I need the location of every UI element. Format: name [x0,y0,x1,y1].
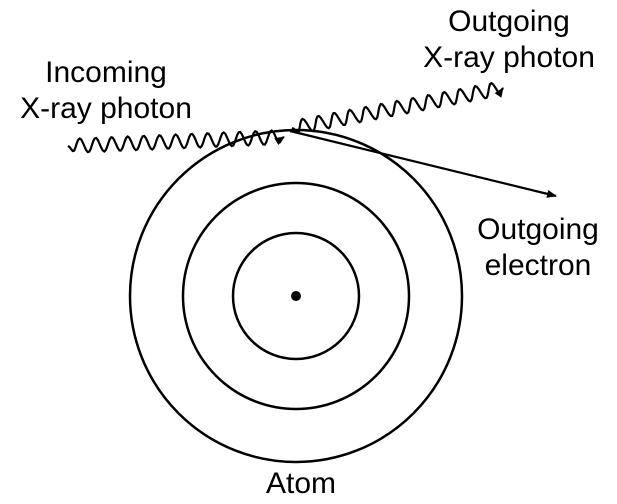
incoming-photon-wave [67,129,285,154]
incoming-photon-label-line1: Incoming [45,56,167,89]
nucleus [291,291,301,301]
outgoing-electron-arrow [289,129,557,198]
outgoing-electron-label-line1: Outgoing [477,213,599,246]
inner-shell [231,231,361,361]
outgoing-electron-label-line2: electron [484,249,592,282]
outgoing-photon-wave [291,81,504,134]
atom-label-text: Atom [265,467,337,500]
outgoing-electron-label: Outgoing electron [460,212,616,284]
outgoing-photon-label-line1: Outgoing [448,5,570,38]
outgoing-photon-label: Outgoing X-ray photon [406,4,612,76]
middle-shell [181,181,411,411]
atom-label: Atom [246,466,356,502]
incoming-photon-label-line2: X-ray photon [20,92,192,125]
incoming-photon-label: Incoming X-ray photon [4,55,208,127]
outgoing-photon-label-line2: X-ray photon [423,41,595,74]
